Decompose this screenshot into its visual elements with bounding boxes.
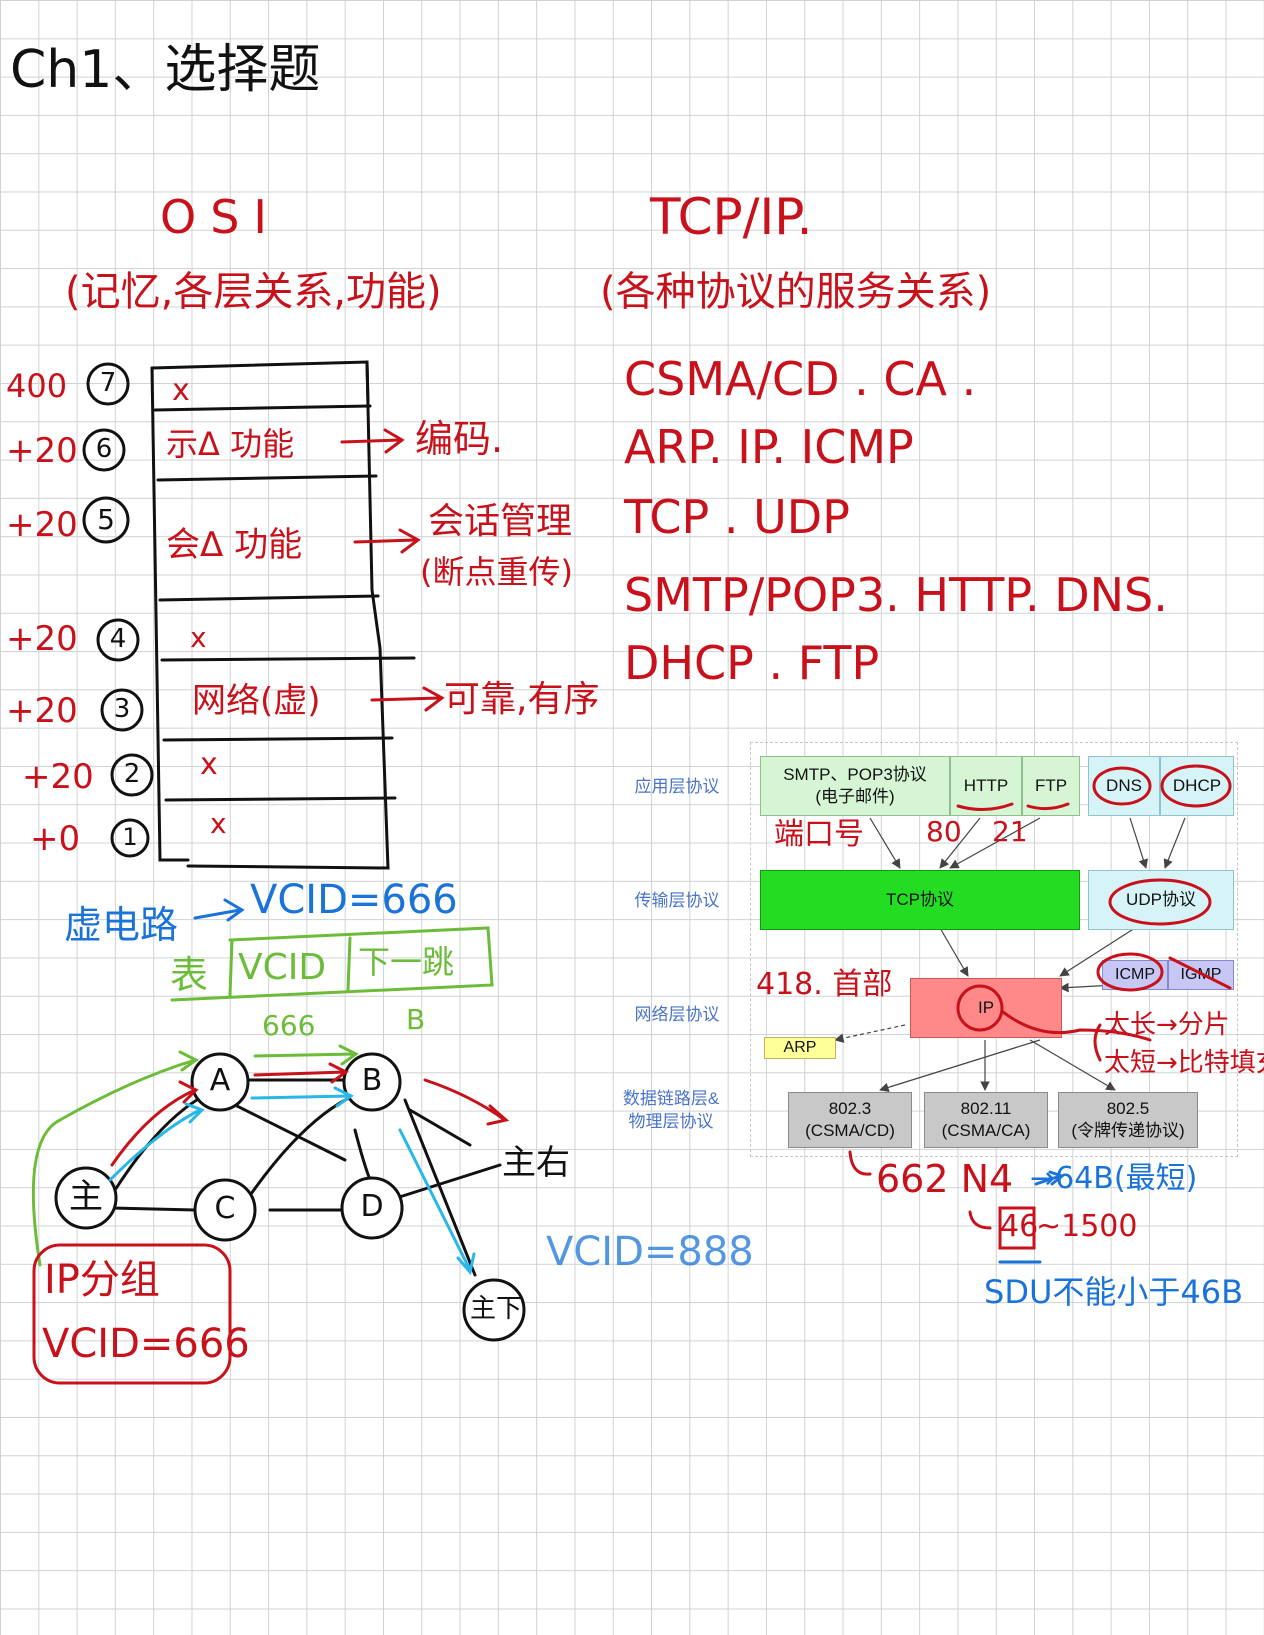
green-routing-table [170,926,494,1002]
osi-score-3: +20 [6,691,78,731]
diagram-box-8023: 802.3 (CSMA/CD) [788,1092,912,1148]
osi-layer-5-note: (断点重传) [420,553,573,591]
node-host: 主 [69,1177,103,1217]
page-title: Ch1、选择题 [10,40,321,100]
osi-num-3: 3 [113,694,131,724]
osi-num-1: 1 [122,823,138,851]
osi-layer-5-arrow-to: 会话管理 [428,501,573,542]
annotation-frame: 662 N4 [876,1157,1014,1201]
diagram-label-transport: 传输层协议 [634,891,720,910]
osi-score-5: +20 [6,505,78,545]
routing-table-header-next: 下一跳 [358,943,455,981]
osi-number-circles [82,362,154,858]
packet-box-line-2: VCID=666 [42,1321,250,1367]
osi-layer-6-text: 示Δ 功能 [166,425,295,463]
network-nodes [54,1052,526,1342]
osi-score-4: +20 [6,619,78,659]
diagram-box-8025: 802.5 (令牌传递协议) [1058,1092,1198,1148]
osi-layer-3-text: 网络(虚) [192,681,321,721]
routing-table-label: 表 [170,953,209,997]
osi-layer-3-arrow-to: 可靠,有序 [444,679,600,720]
osi-num-2: 2 [123,759,141,789]
diagram-box-tcp: TCP协议 [760,870,1080,930]
annotation-ip-header: 418. 首部 [756,967,893,1002]
annotation-range-start: 46 [1000,1209,1039,1244]
osi-num-4: 4 [109,624,127,654]
osi-layer-1-text: x [210,807,227,840]
osi-layer-7-text: x [172,373,190,408]
tcpip-line-1: CSMA/CD . CA . [624,352,977,406]
routing-table-value-vcid: 666 [262,1009,316,1042]
osi-num-6: 6 [95,434,113,464]
tcpip-line-4: SMTP/POP3. HTTP. DNS. [624,568,1168,622]
node-right-host: 主右 [502,1143,570,1183]
diagram-label-link: 数据链路层& 物理层协议 [622,1089,720,1131]
node-c: C [214,1191,236,1226]
routing-table-header-vcid: VCID [238,947,327,988]
routing-table-value-next: B [406,1003,426,1036]
annotation-ip-too-long: 太长→分片 [1104,1010,1230,1040]
diagram-box-dhcp: DHCP [1160,756,1234,816]
osi-arrows [340,428,445,712]
osi-num-7: 7 [99,368,117,398]
osi-heading: OSI [160,190,281,244]
node-b: B [361,1063,383,1098]
diagram-label-network: 网络层协议 [634,1005,720,1024]
diagram-box-80211: 802.11 (CSMA/CA) [924,1092,1048,1148]
annotation-port-ftp: 21 [992,815,1028,848]
osi-score-2: +20 [22,757,94,797]
tcpip-heading: TCP/IP. [650,188,813,246]
tcpip-line-2: ARP. IP. ICMP [624,420,914,474]
virtual-circuit-vcid: VCID=666 [250,877,458,923]
packet-box-outline [32,1243,232,1385]
packet-box-line-1: IP分组 [44,1257,160,1303]
tcpip-line-3: TCP . UDP [624,490,850,544]
osi-layer-4-text: x [190,621,207,654]
virtual-circuit-label: 虚电路 [64,903,179,947]
annotation-frame-note: →64B(最短) [1030,1161,1198,1196]
diagram-box-dns: DNS [1088,756,1160,816]
blue-path-arrows [108,1086,476,1276]
osi-layer-5-text: 会Δ 功能 [166,525,303,565]
osi-layer-2-text: x [200,747,218,782]
red-path-arrows [110,1062,510,1167]
annotation-sdu: SDU不能小于46B [984,1273,1244,1311]
osi-score-7: 400 [6,367,68,405]
osi-num-5: 5 [97,503,115,536]
annotation-port: 端口号 [774,817,864,852]
diagram-box-smtp-pop3: SMTP、POP3协议 (电子邮件) [760,756,950,816]
tcpip-subtitle: (各种协议的服务关系) [600,269,992,315]
osi-subtitle: (记忆,各层关系,功能) [65,269,442,315]
blue-vcid-arrow [193,898,245,922]
osi-layer-6-arrow-to: 编码. [415,417,504,461]
tcpip-line-5: DHCP . FTP [624,636,880,690]
node-a: A [209,1063,231,1098]
protocol-diagram-frame [750,742,1238,1157]
osi-table-outline [150,360,416,870]
osi-score-6: +20 [6,431,78,471]
vcid-888: VCID=888 [546,1229,754,1275]
node-d: D [360,1189,384,1224]
annotation-ip-too-short: 太短→比特填充 [1104,1048,1264,1078]
diagram-box-icmp: ICMP [1102,960,1168,990]
green-path-arrows [31,1044,359,1267]
node-down-host: 主下 [470,1294,523,1324]
osi-score-1: +0 [30,819,81,859]
annotation-port-http: 80 [926,815,962,848]
annotation-range-end: ~1500 [1036,1209,1138,1244]
diagram-label-application: 应用层协议 [634,777,720,796]
diagram-box-arp: ARP [764,1037,836,1059]
